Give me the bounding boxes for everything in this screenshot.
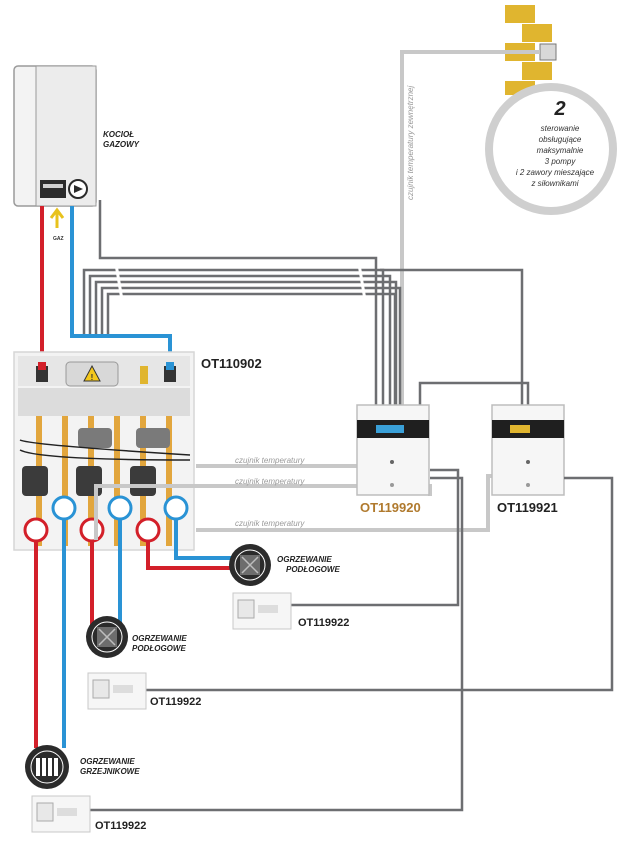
circuit-2-line2: PODŁOGOWE — [132, 644, 186, 653]
outdoor-sensor-label: czujnik temperatury zewnętrznej — [406, 86, 415, 200]
gas-boiler — [13, 65, 97, 207]
sensor-label-3: czujnik temperatury — [235, 519, 305, 528]
thermostat-3-label: OT119922 — [95, 820, 146, 832]
distributor-model-label: OT110902 — [201, 356, 262, 371]
thermostat-2-label: OT119922 — [150, 696, 201, 708]
thermostat-3 — [31, 795, 91, 833]
thermostat-cables — [90, 468, 614, 812]
boiler-label-line1: KOCIOŁ — [103, 130, 134, 139]
gas-label: GAZ — [53, 236, 64, 242]
outdoor-sensor — [539, 43, 557, 61]
circuit-1-line1: OGRZEWANIE — [277, 555, 332, 564]
circuit-1-line2: PODŁOGOWE — [286, 565, 340, 574]
warning-icon — [83, 364, 101, 382]
circuit-3-line1: OGRZEWANIE — [80, 757, 135, 766]
thermostat-1 — [232, 592, 292, 630]
circuit-2-line1: OGRZEWANIE — [132, 634, 187, 643]
info-badge-line-5: i 2 zawory mieszające — [516, 168, 595, 177]
info-badge-line-1: sterowanie — [541, 124, 580, 133]
outdoor-wall — [505, 5, 552, 95]
controller-ot119921-label: OT119921 — [497, 500, 558, 515]
info-badge: 2 sterowanie obsługujące maksymalnie 3 p… — [485, 83, 617, 215]
sensor-label-2: czujnik temperatury — [235, 477, 305, 486]
svg-text:!: ! — [91, 373, 94, 382]
controller-ot119920-label: OT119920 — [360, 500, 421, 515]
circuit-radiator-icon — [25, 745, 69, 789]
info-badge-line-6: z siłownikami — [530, 179, 578, 188]
control-cables — [82, 200, 530, 405]
info-badge-line-3: maksymalnie — [537, 146, 584, 155]
circuit-floor-icon-1 — [229, 544, 271, 586]
sensor-label-1: czujnik temperatury — [235, 456, 305, 465]
circuit-floor-icon-2 — [86, 616, 128, 658]
info-badge-line-2: obsługujące — [539, 135, 582, 144]
info-badge-number: 2 — [553, 98, 565, 120]
controller-ot119921 — [491, 404, 565, 496]
info-badge-line-4: 3 pompy — [545, 157, 577, 166]
gas-arrow-icon — [49, 207, 65, 228]
controller-ot119920 — [356, 404, 430, 496]
distributor-manifold: ! — [13, 351, 195, 551]
boiler-label-line2: GAZOWY — [103, 140, 140, 149]
circuit-3-line2: GRZEJNIKOWE — [80, 767, 140, 776]
outdoor-sensor-cable — [400, 50, 540, 405]
thermostat-1-label: OT119922 — [298, 617, 349, 629]
thermostat-2 — [87, 672, 147, 710]
